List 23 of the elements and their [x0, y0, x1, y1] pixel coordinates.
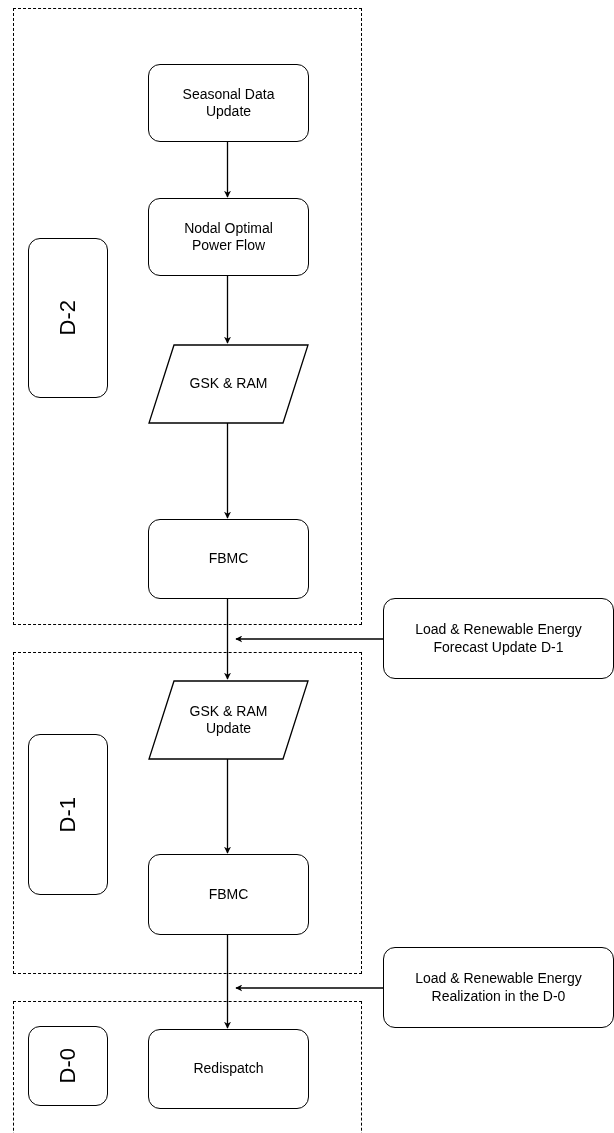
arrow — [224, 140, 231, 198]
arrow — [224, 422, 231, 519]
phase-label-box: D-1 — [28, 734, 108, 895]
process-box: Load & Renewable Energy Realization in the D-0 — [383, 947, 614, 1028]
arrow — [224, 274, 231, 344]
process-box: Load & Renewable Energy Forecast Update D-1 — [383, 598, 614, 679]
process-box: Nodal Optimal Power Flow — [148, 198, 309, 276]
process-box: FBMC — [148, 519, 309, 599]
arrow — [224, 933, 231, 1029]
phase-label-box: D-0 — [28, 1026, 108, 1106]
dashed-group-frame — [13, 1001, 362, 1133]
arrow — [224, 597, 231, 680]
arrow — [224, 758, 231, 854]
phase-label-box: D-2 — [28, 238, 108, 398]
process-box: Redispatch — [148, 1029, 309, 1109]
dashed-group-frame — [13, 652, 362, 974]
process-box: Seasonal Data Update — [148, 64, 309, 142]
node-label: GSK & RAM Update — [188, 702, 269, 738]
arrow — [235, 984, 384, 992]
process-box: FBMC — [148, 854, 309, 935]
arrow — [235, 635, 384, 643]
dashed-group-frame — [13, 8, 362, 625]
node-label: GSK & RAM — [188, 375, 269, 393]
